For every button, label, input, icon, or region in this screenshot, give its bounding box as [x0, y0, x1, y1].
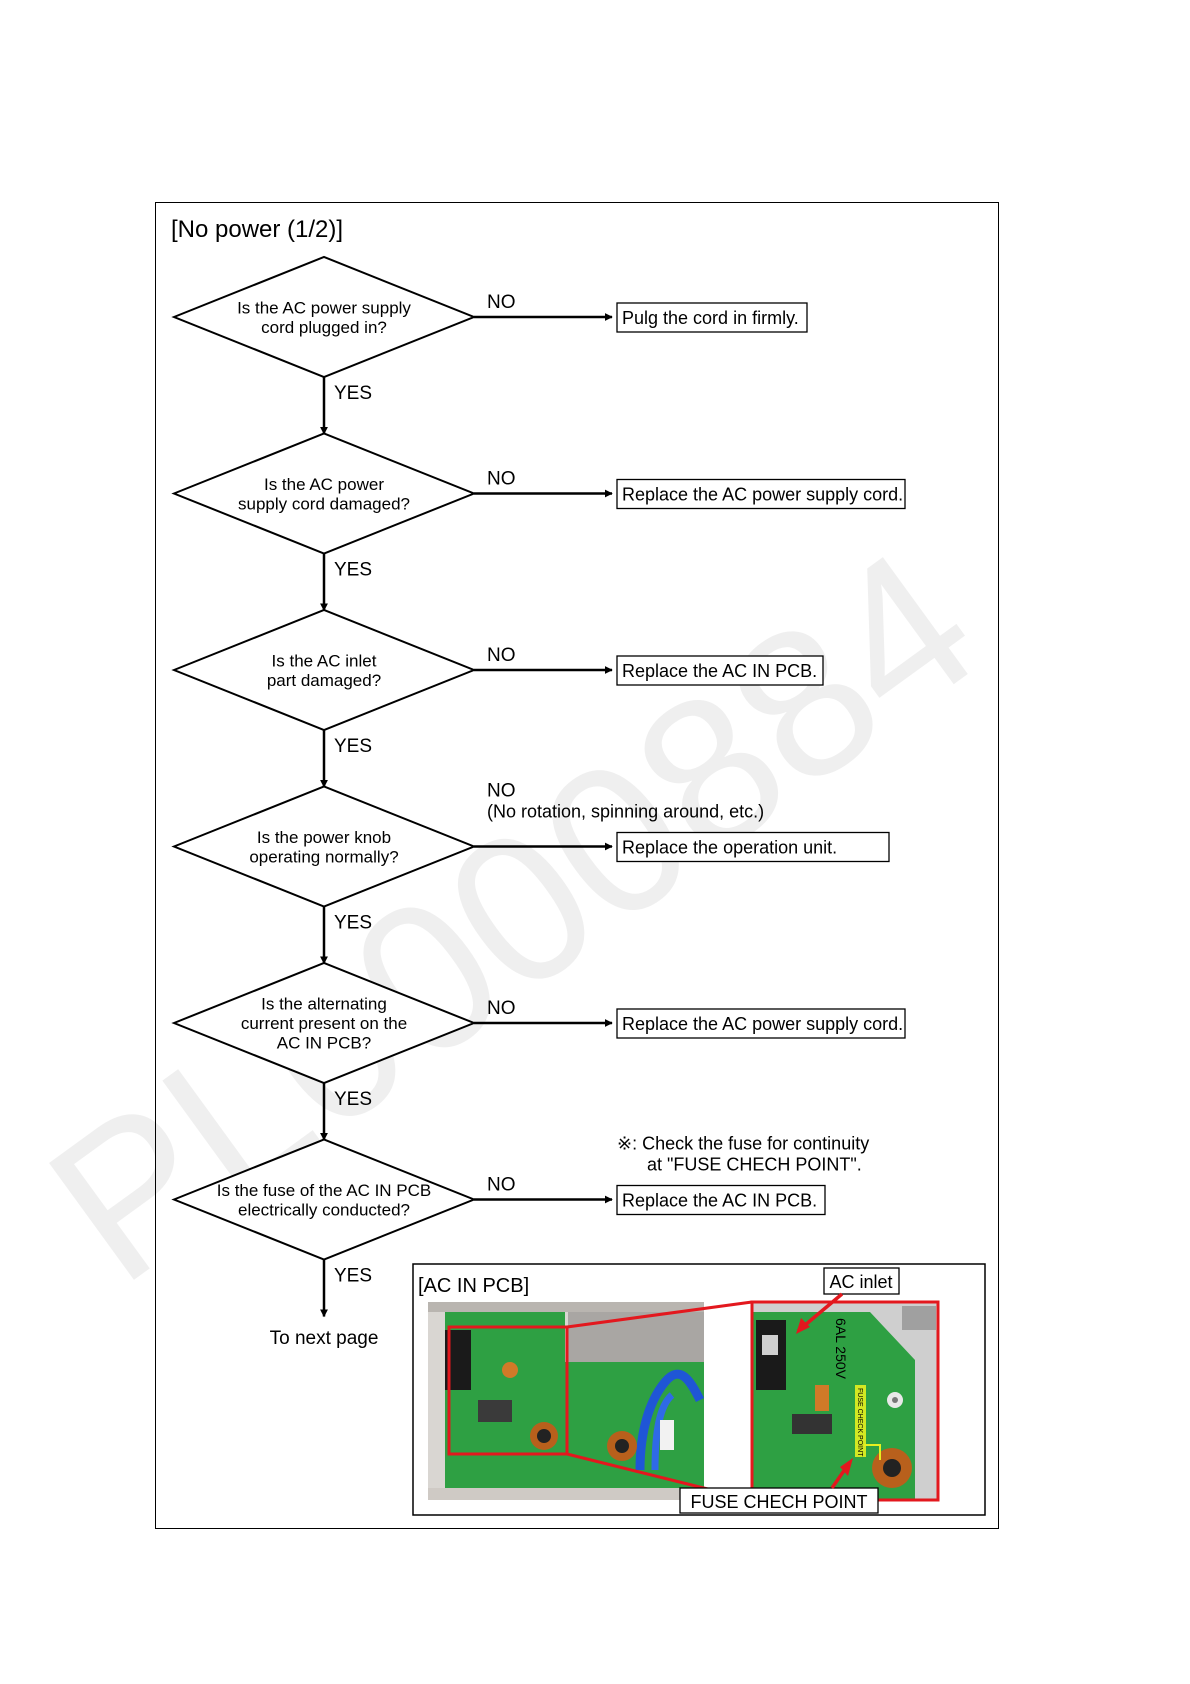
- decision-question-5-line-2: current present on the: [241, 1014, 407, 1033]
- action-text-4: Replace the operation unit.: [622, 838, 837, 858]
- action-box-1: [616, 302, 808, 333]
- yes-label-4: YES: [334, 913, 372, 934]
- fuse-check-marker: [855, 1385, 866, 1457]
- inset-title: [AC IN PCB]: [418, 1275, 529, 1297]
- yes-label-3: YES: [334, 736, 372, 757]
- decision-question-1-line-1: Is the AC power supply: [237, 298, 411, 317]
- yes-label-2: YES: [334, 560, 372, 581]
- no-label-6: NO: [487, 1175, 516, 1196]
- flowchart-frame: [155, 202, 999, 1529]
- ac-inlet-label: AC inlet: [829, 1272, 892, 1292]
- yes-label-1: YES: [334, 383, 372, 404]
- decision-question-4-line-2: operating normally?: [249, 847, 398, 866]
- action-box-6: [616, 1184, 826, 1216]
- watermark: PL0000884: [8, 505, 1015, 1327]
- action-text-3: Replace the AC IN PCB.: [622, 661, 817, 681]
- decision-question-4-line-1: Is the power knob: [257, 828, 391, 847]
- action-box-2: [616, 478, 906, 510]
- action-box-5: [616, 1008, 906, 1039]
- action-note-6-line-1: ※: Check the fuse for continuity: [617, 1134, 869, 1154]
- highlight-box-small: [447, 1325, 569, 1456]
- action-box-3: [616, 655, 824, 686]
- decision-question-2-line-2: supply cord damaged?: [238, 494, 410, 513]
- action-text-1: Pulg the cord in firmly.: [622, 308, 799, 328]
- pcb-overview-photo: [428, 1302, 705, 1500]
- no-label-4: NO: [487, 781, 516, 802]
- no-label-5: NO: [487, 998, 516, 1019]
- next-page-label: To next page: [270, 1328, 379, 1349]
- no-note-4: (No rotation, spinning around, etc.): [487, 802, 764, 822]
- fuse-point-label: FUSE CHECH POINT: [690, 1492, 867, 1512]
- no-label-2: NO: [487, 469, 516, 490]
- action-note-6-line-2: at "FUSE CHECH POINT".: [647, 1155, 862, 1175]
- yes-label-6: YES: [334, 1266, 372, 1287]
- flowchart-title: [No power (1/2)]: [171, 216, 343, 243]
- decision-question-5-line-1: Is the alternating: [261, 995, 387, 1014]
- decision-question-3-line-2: part damaged?: [267, 671, 381, 690]
- decision-question-2-line-1: Is the AC power: [264, 475, 384, 494]
- action-text-2: Replace the AC power supply cord.: [622, 485, 903, 505]
- pcb-closeup-photo: FUSE CHECK POINT 6AL 250V: [752, 1302, 938, 1500]
- yes-label-5: YES: [334, 1089, 372, 1110]
- fuse-point-label-box: [679, 1487, 879, 1514]
- board-silkscreen-text: 6AL 250V: [833, 1318, 849, 1380]
- decision-question-3-line-1: Is the AC inlet: [272, 651, 377, 670]
- action-text-5: Replace the AC power supply cord.: [622, 1014, 903, 1034]
- no-label-1: NO: [487, 292, 516, 313]
- decision-question-6-line-1: Is the fuse of the AC IN PCB: [217, 1181, 432, 1200]
- decision-question-6-line-2: electrically conducted?: [238, 1200, 410, 1219]
- fuse-marker-text: FUSE CHECK POINT: [856, 1388, 863, 1457]
- action-box-4: [616, 831, 890, 863]
- ac-in-pcb-inset: [AC IN PCB]: [412, 1263, 986, 1516]
- ac-inlet-label-box: [823, 1267, 900, 1295]
- decision-question-5-line-3: AC IN PCB?: [277, 1034, 371, 1053]
- decision-question-1-line-2: cord plugged in?: [261, 318, 387, 337]
- no-label-3: NO: [487, 645, 516, 666]
- action-text-6: Replace the AC IN PCB.: [622, 1191, 817, 1211]
